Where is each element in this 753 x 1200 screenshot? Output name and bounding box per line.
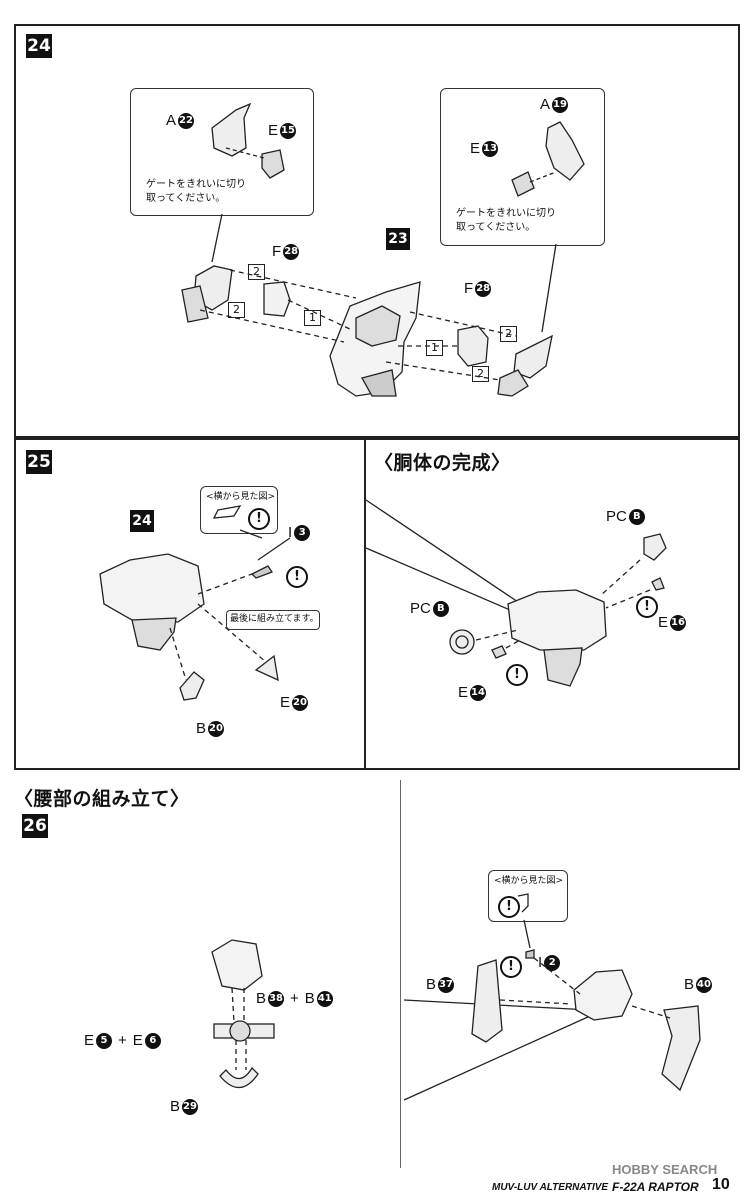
order-mark: 1: [426, 340, 443, 356]
side-view-label-26: <横から見た図>: [494, 876, 564, 886]
page-number: 10: [712, 1176, 730, 1193]
footer-series-title: MUV-LUV ALTERNATIVE: [492, 1182, 609, 1193]
subassembly-23: 23: [386, 228, 410, 250]
waist-divider: [400, 780, 401, 1168]
caution-icon: !: [636, 596, 658, 618]
torso-heading: 〈胴体の完成〉: [374, 452, 511, 474]
divider-25: [364, 438, 366, 770]
caution-icon: !: [506, 664, 528, 686]
caution-icon: !: [500, 956, 522, 978]
caution-icon: !: [286, 566, 308, 588]
final-assembly-note: 最後に組み立てます。: [230, 614, 319, 624]
gate-note-right: ゲートをきれいに切り 取ってください。: [456, 208, 556, 233]
waist-heading: 〈腰部の組み立て〉: [14, 788, 190, 810]
step25-number: 25: [26, 450, 52, 474]
callout-left: [130, 88, 314, 216]
footer-model-title: F-22A RAPTOR: [612, 1180, 699, 1194]
step26-number: 26: [22, 814, 48, 838]
subassembly-24: 24: [130, 510, 154, 532]
gate-note-left: ゲートをきれいに切り 取ってください。: [146, 179, 246, 204]
step24-number: 24: [26, 34, 52, 58]
caution-icon: !: [248, 508, 270, 530]
step24-frame: [14, 24, 740, 438]
final-note-box: [226, 610, 320, 630]
order-mark: 2: [248, 264, 265, 280]
caution-icon: !: [498, 896, 520, 918]
side-view-label-25: <横から見た図>: [206, 492, 276, 502]
step25-frame: [14, 438, 740, 770]
watermark: HOBBY SEARCH: [612, 1162, 718, 1177]
